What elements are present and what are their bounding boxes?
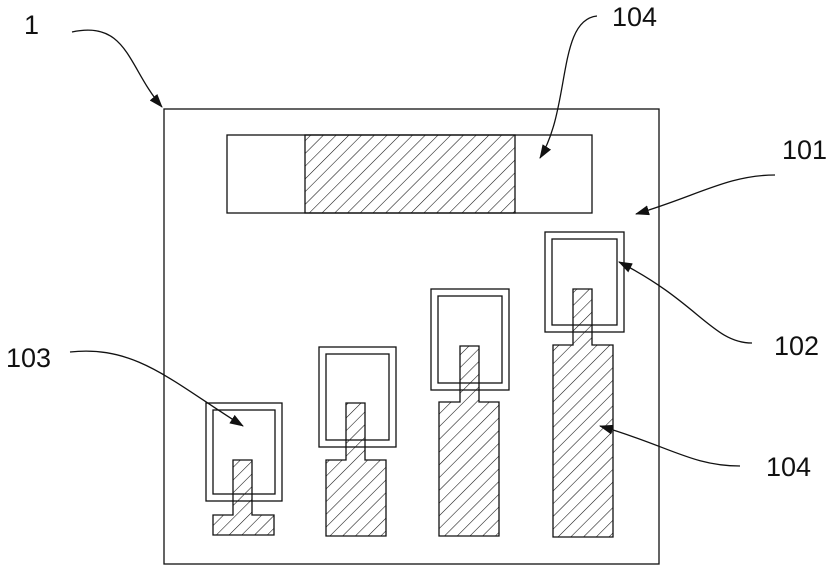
- leader-line-102: [618, 261, 753, 344]
- label-104-top: 104: [612, 2, 657, 32]
- label-1: 1: [24, 10, 39, 40]
- label-103: 103: [6, 343, 51, 373]
- element-1-hatched-conductor: [212, 459, 275, 536]
- label-101: 101: [782, 135, 827, 165]
- top-strip-hatched-region: [304, 134, 516, 214]
- element-3: [430, 288, 510, 537]
- leader-line-101: [635, 174, 776, 216]
- leader-line-103: [69, 350, 244, 427]
- label-104-right: 104: [766, 452, 811, 482]
- element-3-hatched-conductor: [438, 345, 500, 537]
- leader-line-1: [71, 29, 163, 108]
- leader-line-104-right: [599, 424, 741, 467]
- leader-line-104-top: [539, 15, 598, 159]
- element-2: [318, 346, 397, 537]
- element-1: [205, 402, 283, 536]
- label-102: 102: [774, 331, 819, 361]
- element-2-hatched-conductor: [325, 402, 387, 537]
- element-4: [544, 231, 625, 538]
- element-4-hatched-conductor: [552, 288, 614, 538]
- top-strip: [226, 134, 593, 214]
